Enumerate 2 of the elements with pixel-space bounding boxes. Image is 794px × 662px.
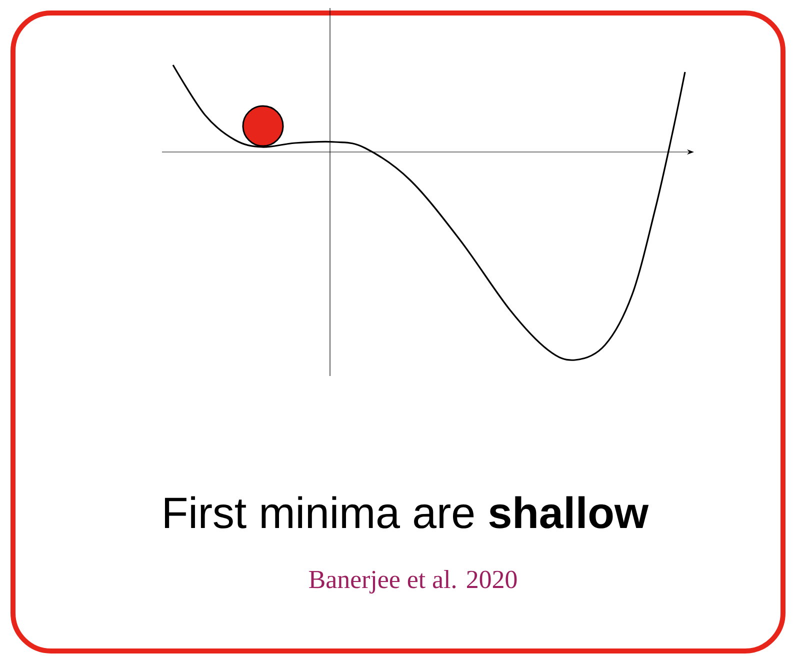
caption: First minima are shallow bbox=[165, 496, 649, 528]
citation: Banerjee et al. 2020 bbox=[309, 570, 517, 594]
